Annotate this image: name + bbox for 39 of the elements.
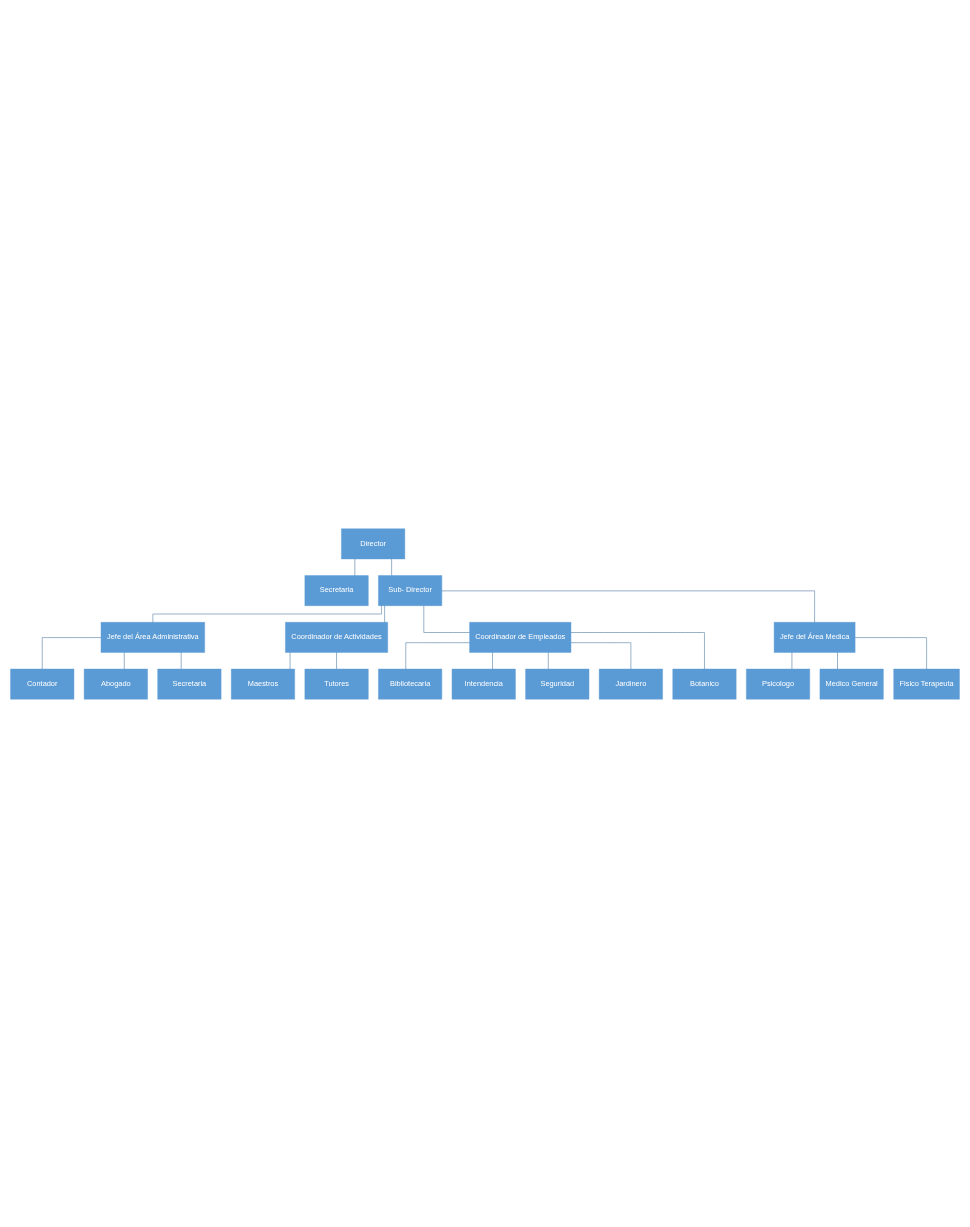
connector	[791, 651, 793, 669]
node-box: Contador	[10, 668, 75, 699]
node-box: Botanico	[672, 668, 737, 699]
connector	[405, 641, 470, 669]
node-box: Intendencia	[451, 668, 516, 699]
connector	[384, 604, 385, 622]
node-box: Director	[341, 528, 406, 559]
connector	[492, 651, 493, 669]
connector	[570, 641, 632, 669]
node-box: Coordinador de Actividades	[285, 621, 388, 653]
node-box: Jefe del Área Administrativa	[100, 621, 205, 653]
connector	[570, 631, 705, 669]
node-box: Jefe del Área Medica	[773, 621, 856, 653]
node-box: Medico General	[819, 668, 884, 699]
node-box: Coordinador de Empleados	[469, 621, 572, 653]
connector	[180, 651, 182, 669]
node-box: Jardinero	[598, 668, 663, 699]
connector	[391, 558, 392, 576]
node-box: Fisico Terapeuta	[893, 668, 960, 699]
node-box: Sub- Director	[378, 574, 443, 606]
connector	[854, 636, 927, 669]
node-box: Abogado	[83, 668, 148, 699]
node-box: Bibliotecaria	[378, 668, 443, 699]
connector	[41, 636, 102, 669]
connector	[124, 651, 125, 669]
node-box: Secretaria	[157, 668, 222, 699]
connector	[152, 604, 382, 623]
connector	[354, 558, 356, 576]
connector	[548, 651, 549, 669]
connector	[441, 590, 815, 623]
connector	[423, 604, 470, 633]
connector	[837, 651, 838, 669]
node-box: Secretaria	[304, 574, 369, 606]
connector	[336, 651, 337, 669]
node-box: Seguridad	[525, 668, 590, 699]
node-box: Psicologo	[746, 668, 810, 699]
connector	[289, 651, 291, 669]
node-box: Tutores	[304, 668, 369, 699]
node-box: Maestros	[231, 668, 295, 699]
